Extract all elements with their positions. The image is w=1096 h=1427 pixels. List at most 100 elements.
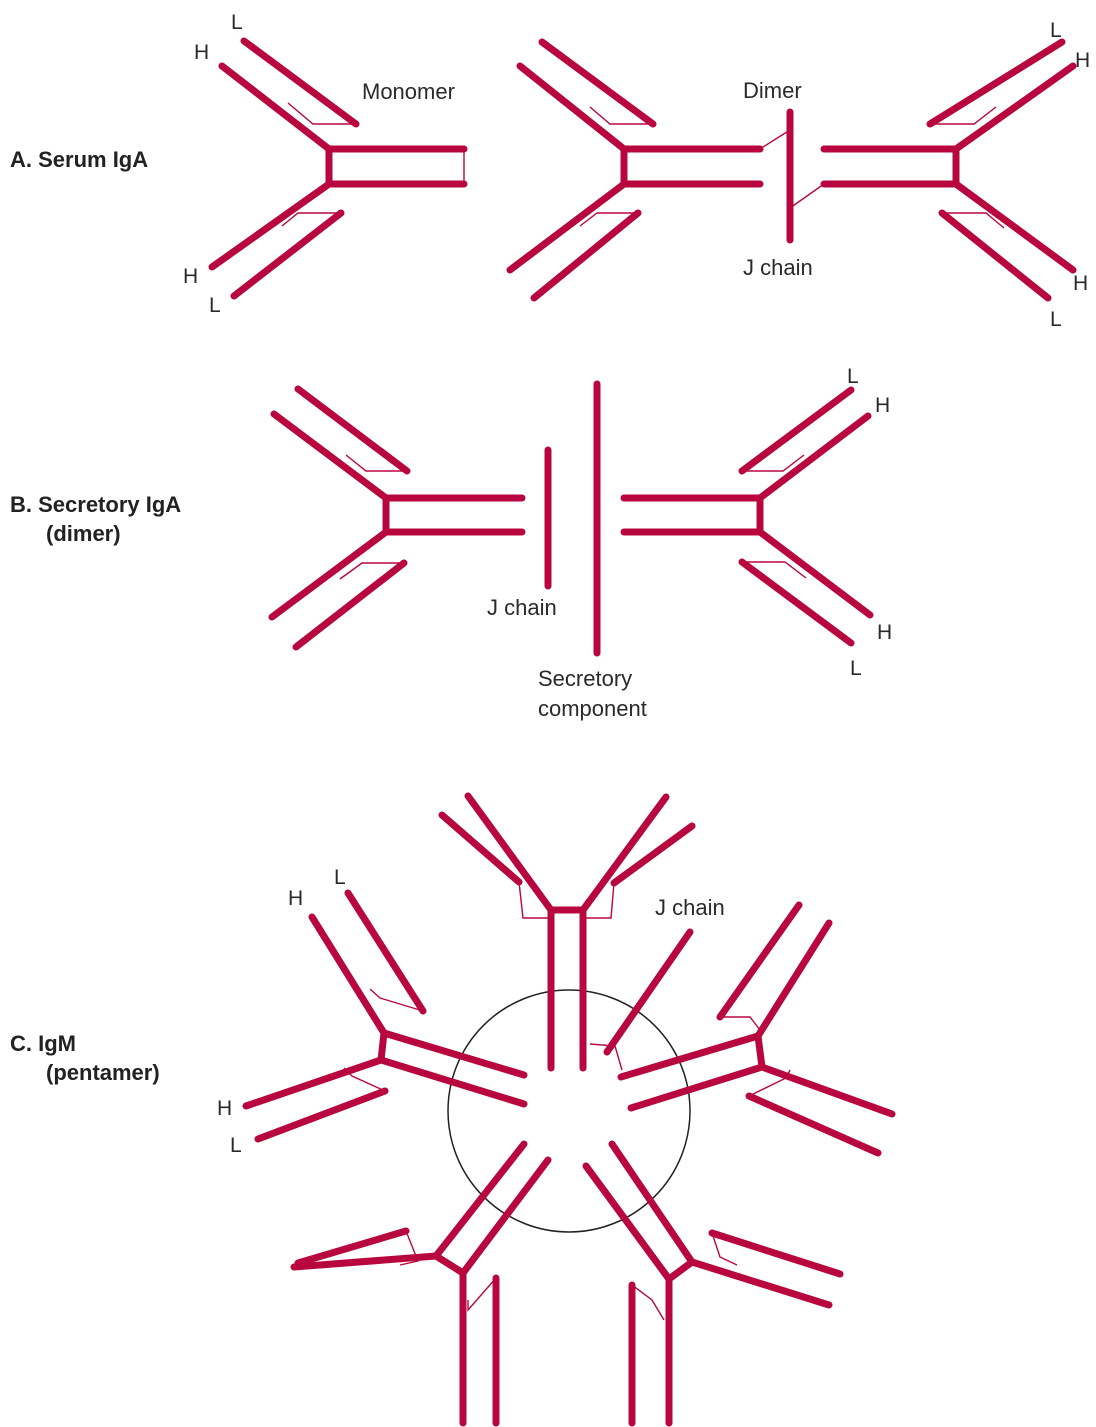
chain-segment bbox=[754, 919, 833, 1040]
disulfide-bond bbox=[711, 1232, 738, 1266]
disulfide-bond bbox=[589, 106, 653, 125]
igm-unit-upper-left bbox=[242, 889, 528, 1143]
chain-segment bbox=[754, 1032, 766, 1071]
chain-segment bbox=[230, 209, 345, 300]
disulfide-bond bbox=[467, 1277, 497, 1312]
chain-segment bbox=[758, 1063, 896, 1118]
disulfide-bond bbox=[930, 106, 997, 125]
igm-central-ring bbox=[447, 989, 691, 1233]
chain-segment bbox=[738, 386, 855, 475]
panel-b-label-line1: B. Secretory IgA bbox=[10, 492, 181, 517]
secretory-component-label-line2: component bbox=[538, 696, 647, 721]
igm-unit-lower-left bbox=[290, 1140, 552, 1427]
panel-c-label-line2: (pentamer) bbox=[46, 1060, 160, 1085]
chain-segment bbox=[516, 62, 628, 153]
chain-segment bbox=[538, 38, 657, 128]
chain-segment bbox=[756, 412, 872, 502]
chain-segment bbox=[438, 811, 523, 886]
light-chain-label: L bbox=[230, 1134, 242, 1157]
chain-segment bbox=[294, 385, 411, 475]
disulfide-bond bbox=[631, 1284, 665, 1321]
chain-segment bbox=[530, 209, 642, 302]
panel-b-secretory-iga: B. Secretory IgA (dimer) bbox=[10, 365, 892, 721]
disulfide-bond bbox=[399, 1230, 419, 1266]
chain-segment bbox=[738, 558, 855, 647]
igm-j-chain bbox=[589, 928, 694, 1071]
disulfide-bond bbox=[742, 561, 807, 579]
panel-c-igm-pentamer: C. IgM (pentamer) bbox=[10, 792, 896, 1427]
light-chain-label: L bbox=[847, 365, 859, 388]
chain-segment bbox=[506, 180, 628, 274]
igm-unit-upper-right bbox=[617, 901, 896, 1157]
disulfide-bond bbox=[759, 129, 791, 150]
chain-segment bbox=[952, 180, 1077, 274]
chain-segment bbox=[579, 793, 670, 914]
secretory-component-label-line1: Secretory bbox=[538, 666, 632, 691]
disulfide-bond bbox=[281, 212, 341, 227]
panel-a-label: A. Serum IgA bbox=[10, 147, 148, 172]
chain-segment bbox=[242, 1056, 385, 1110]
igm-unit-top bbox=[438, 792, 696, 1072]
light-chain-label: L bbox=[850, 657, 862, 680]
disulfide-bond bbox=[518, 881, 548, 919]
dimer-label: Dimer bbox=[743, 78, 802, 103]
dimer-j-chain bbox=[759, 108, 825, 244]
disulfide-bonds bbox=[281, 102, 465, 227]
chain-segment bbox=[603, 928, 694, 1056]
disulfide-bond bbox=[589, 1043, 623, 1071]
chain-segment bbox=[756, 528, 874, 619]
light-chain-label: L bbox=[209, 294, 221, 317]
chain-segment bbox=[627, 1063, 766, 1112]
disulfide-bond bbox=[287, 102, 356, 125]
disulfide-bond bbox=[345, 454, 407, 472]
chain-segment bbox=[582, 1162, 673, 1283]
panel-c-label-line1: C. IgM bbox=[10, 1031, 76, 1056]
panel-b-label-line2: (dimer) bbox=[46, 521, 121, 546]
heavy-chain-label: H bbox=[875, 394, 890, 417]
heavy-chain-label: H bbox=[288, 887, 303, 910]
heavy-chain-label: H bbox=[1075, 49, 1090, 72]
chain-segment bbox=[254, 1087, 389, 1143]
secretory-left-unit bbox=[268, 385, 526, 651]
j-chain-label: J chain bbox=[487, 595, 557, 620]
dimer-right-unit bbox=[820, 38, 1077, 302]
chain-segment bbox=[292, 559, 408, 651]
chain-segment bbox=[380, 1029, 528, 1079]
heavy-chain-label: H bbox=[194, 41, 209, 64]
chain-segment bbox=[610, 822, 696, 887]
disulfide-bond bbox=[942, 212, 1005, 229]
panel-a-serum-iga: A. Serum IgA Monomer L H H bbox=[10, 11, 1090, 331]
heavy-chain-label: H bbox=[217, 1097, 232, 1120]
chain-segment bbox=[377, 1056, 528, 1108]
chain-segment bbox=[745, 1092, 882, 1157]
chain-segment bbox=[290, 1252, 440, 1271]
disulfide-bond bbox=[720, 1016, 761, 1031]
heavy-chain-label: H bbox=[183, 265, 198, 288]
heavy-chain-label: H bbox=[1073, 272, 1088, 295]
disulfide-bond bbox=[579, 212, 638, 227]
chain-segment bbox=[688, 1258, 833, 1309]
dimer-left-unit bbox=[506, 38, 764, 302]
chain-segment bbox=[708, 1229, 844, 1278]
chain-segment bbox=[608, 1140, 696, 1266]
light-chain-label: L bbox=[1050, 19, 1062, 42]
monomer-label: Monomer bbox=[362, 79, 455, 104]
disulfide-bond bbox=[742, 454, 805, 472]
light-chain-label: L bbox=[231, 11, 243, 34]
chain-segment bbox=[665, 1258, 696, 1283]
light-chain-label: L bbox=[1050, 308, 1062, 331]
disulfide-bond bbox=[586, 882, 615, 919]
chain-segment bbox=[377, 1029, 388, 1064]
disulfide-bond bbox=[789, 183, 825, 209]
chain-segment bbox=[952, 62, 1077, 153]
chain-segment bbox=[926, 38, 1066, 128]
chain-segment bbox=[208, 180, 333, 271]
j-chain-label: J chain bbox=[743, 255, 813, 280]
chain-segment bbox=[218, 62, 333, 153]
chain-segment bbox=[240, 37, 360, 128]
chain-segment bbox=[294, 1227, 410, 1267]
light-chain bbox=[230, 37, 360, 300]
igm-unit-lower-right bbox=[582, 1140, 844, 1427]
chain-segment bbox=[432, 1140, 528, 1260]
